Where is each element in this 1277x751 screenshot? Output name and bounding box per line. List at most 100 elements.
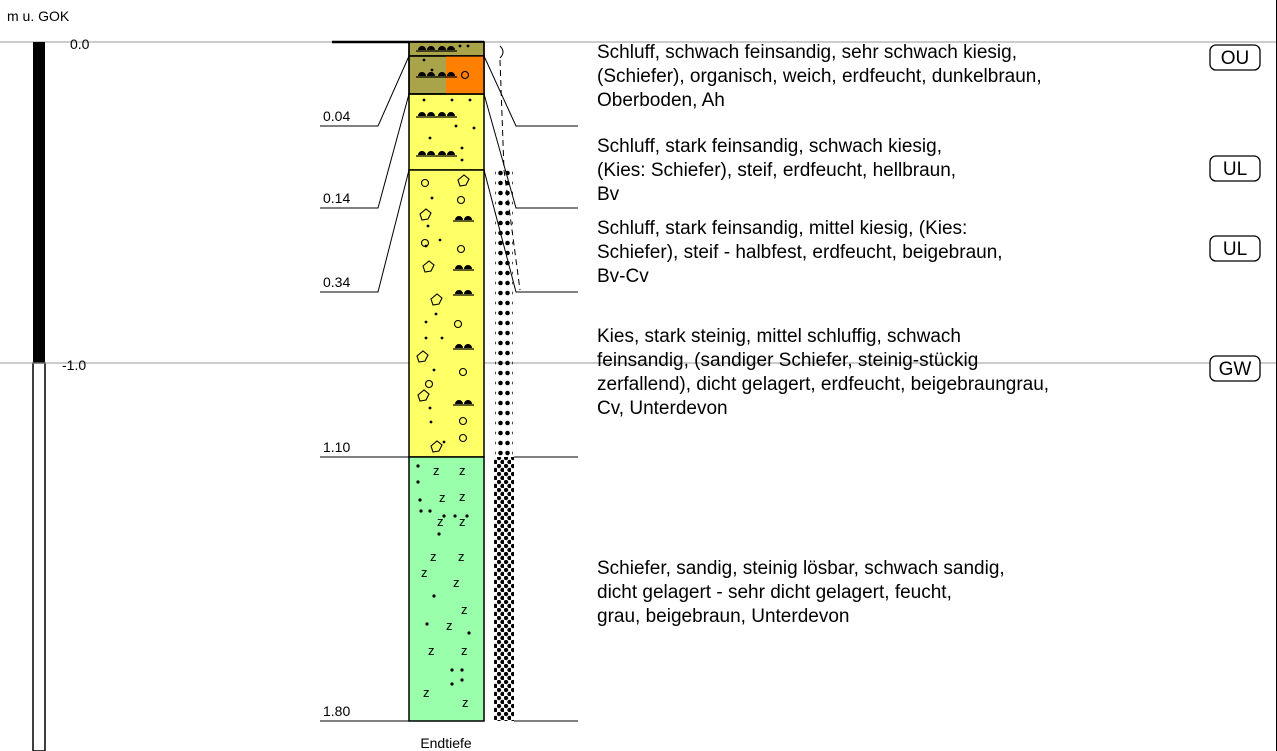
sand-dot [438, 238, 442, 242]
slate-symbol: z [430, 549, 437, 564]
description-leader [483, 93, 578, 209]
humus-symbol [416, 72, 437, 78]
layer-description-line: Bv-Cv [597, 266, 649, 287]
sand-dot [460, 678, 464, 682]
sand-dot [424, 244, 428, 248]
slate-symbol: z [459, 463, 466, 478]
layer-block [408, 456, 485, 722]
description-leader [483, 55, 578, 127]
sand-dot [460, 668, 464, 672]
layer-description-line: Cv, Unterdevon [597, 398, 728, 419]
sand-dot [460, 146, 464, 150]
layer-description-line: Bv [597, 184, 620, 205]
depth-marker: 0.04 [320, 55, 410, 127]
sand-dot [425, 622, 429, 626]
layer-description-line: feinsandig, (sandiger Schiefer, steinig-… [597, 350, 978, 371]
soil-group-label: OU [1221, 48, 1250, 69]
scale-bar-white-segment [32, 362, 46, 751]
sand-dot [467, 631, 471, 635]
sand-dot [434, 312, 438, 316]
sand-dot [466, 44, 470, 48]
sand-dot [432, 594, 436, 598]
sand-dot [428, 406, 432, 410]
consistency-column [495, 170, 513, 457]
soil-group-label: UL [1223, 239, 1247, 260]
soil-group-label: UL [1223, 159, 1247, 180]
depth-marker-label: 1.10 [323, 439, 350, 455]
humus-symbol [453, 344, 474, 350]
sand-dot [465, 514, 469, 518]
sand-dot [460, 158, 464, 162]
description-leader [483, 169, 578, 293]
layer-description-line: (Kies: Schiefer), steif, erdfeucht, hell… [597, 160, 956, 181]
gravel-symbol [460, 70, 470, 80]
sand-dot [426, 224, 430, 228]
sand-dot [422, 58, 426, 62]
sand-dot [416, 464, 420, 468]
sand-dot [424, 336, 428, 340]
layer-description-line: Kies, stark steinig, mittel schluffig, s… [597, 326, 961, 347]
slate-symbol: z [461, 643, 468, 658]
layer-description-line: Schiefer, sandig, steinig lösbar, schwac… [597, 558, 1005, 579]
sand-dot [450, 682, 454, 686]
slate-symbol: z [458, 549, 465, 564]
stone-symbol [419, 208, 432, 221]
humus-symbol [453, 216, 474, 222]
sand-dot [440, 336, 444, 340]
layer-description-line: Schiefer), steif - halbfest, erdfeucht, … [597, 242, 1003, 263]
sand-dot [450, 668, 454, 672]
sand-dot [416, 480, 420, 484]
sand-dot [428, 509, 432, 513]
gravel-symbol [458, 416, 468, 426]
layer-description-line: Schluff, stark feinsandig, mittel kiesig… [597, 218, 967, 239]
gravel-symbol [458, 367, 468, 377]
soil-group-symbol: GW [1209, 355, 1261, 382]
consistency-column [494, 457, 514, 721]
layer-description: Schiefer, sandig, steinig lösbar, schwac… [597, 558, 1005, 627]
depth-marker: 1.10 [320, 439, 409, 458]
layer-description-line: grau, beigebraun, Unterdevon [597, 606, 849, 627]
slate-symbol: z [439, 490, 446, 505]
layer-block [408, 93, 485, 171]
slate-symbol: z [462, 695, 469, 710]
scale-tick-label-0: 0.0 [70, 36, 90, 52]
gravel-symbol [458, 433, 468, 443]
depth-marker-label: 0.14 [323, 190, 350, 206]
sand-dot [424, 320, 428, 324]
humus-symbol [416, 112, 437, 118]
soil-group-label: GW [1219, 359, 1252, 380]
sand-dot [458, 44, 462, 48]
sand-dot [468, 98, 472, 102]
humus-symbol [436, 46, 457, 52]
slate-symbol: z [421, 565, 428, 580]
stone-symbol [422, 260, 435, 273]
gravel-symbol [424, 379, 434, 389]
sand-dot [430, 196, 434, 200]
slate-symbol: z [453, 575, 460, 590]
slate-symbol: z [446, 618, 453, 633]
sand-dot [442, 440, 446, 444]
layer-description-line: Schluff, stark feinsandig, schwach kiesi… [597, 136, 942, 157]
layer-description-line: zerfallend), dicht gelagert, erdfeucht, … [597, 374, 1049, 395]
depth-marker: 0.34 [320, 169, 410, 293]
layer-description: Schluff, schwach feinsandig, sehr schwac… [597, 42, 1261, 111]
stone-symbol [457, 174, 470, 187]
gravel-symbol [420, 178, 430, 188]
stone-symbol [430, 293, 443, 306]
slate-symbol: z [459, 489, 466, 504]
sand-dot [442, 514, 446, 518]
sand-dot [437, 532, 441, 536]
soil-group-symbol: UL [1209, 155, 1261, 182]
layer-description-line: (Schiefer), organisch, weich, erdfeucht,… [597, 66, 1042, 87]
sand-dot [454, 124, 458, 128]
gravel-symbol [456, 244, 466, 254]
sand-dot [450, 98, 454, 102]
depth-marker: 0.14 [320, 93, 410, 209]
humus-symbol [453, 265, 474, 271]
depth-marker-label: 1.80 [323, 703, 350, 719]
layer-description-line: Oberboden, Ah [597, 90, 725, 111]
layer-description-line: dicht gelagert - sehr dicht gelagert, fe… [597, 582, 952, 603]
humus-symbol [416, 46, 437, 52]
soil-group-symbol: OU [1209, 44, 1261, 71]
